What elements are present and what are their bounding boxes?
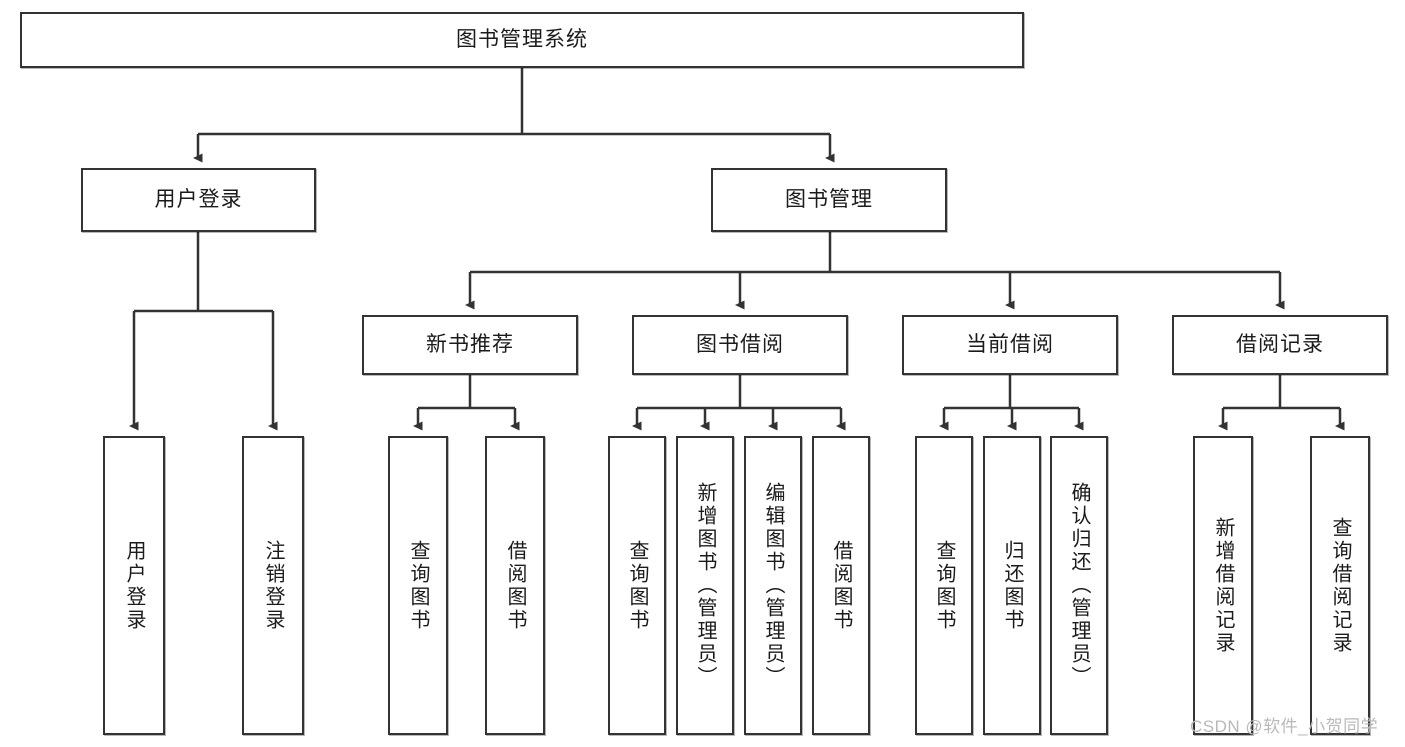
leaf-node-label: 新增借阅记录 bbox=[1212, 516, 1234, 655]
leaf-node-label: 查询借阅记录 bbox=[1329, 516, 1351, 655]
leaf-node-label: 编辑图书（管理员） bbox=[762, 482, 784, 689]
leaf-node[interactable]: 归还图书 bbox=[983, 436, 1041, 735]
leaf-node-label: 查询图书 bbox=[407, 539, 429, 632]
leaf-node[interactable]: 借阅图书 bbox=[812, 436, 870, 735]
node-current-borrow-label: 当前借阅 bbox=[966, 332, 1054, 356]
leaf-node[interactable]: 查询图书 bbox=[915, 436, 973, 735]
leaf-node[interactable]: 查询借阅记录 bbox=[1310, 436, 1370, 735]
leaf-node[interactable]: 新增图书（管理员） bbox=[676, 436, 734, 735]
node-current-borrow[interactable]: 当前借阅 bbox=[902, 315, 1118, 375]
node-borrow-record[interactable]: 借阅记录 bbox=[1172, 315, 1388, 375]
node-book-borrow[interactable]: 图书借阅 bbox=[632, 315, 848, 375]
leaf-node[interactable]: 用户登录 bbox=[103, 436, 165, 735]
node-book-management[interactable]: 图书管理 bbox=[711, 168, 947, 232]
leaf-node-label: 用户登录 bbox=[123, 539, 145, 632]
leaf-node[interactable]: 借阅图书 bbox=[485, 436, 545, 735]
leaf-node-label: 新增图书（管理员） bbox=[694, 482, 716, 689]
node-user-login[interactable]: 用户登录 bbox=[81, 168, 316, 232]
leaf-node[interactable]: 新增借阅记录 bbox=[1193, 436, 1253, 735]
leaf-node[interactable]: 查询图书 bbox=[388, 436, 448, 735]
node-root[interactable]: 图书管理系统 bbox=[20, 12, 1024, 68]
leaf-node-label: 借阅图书 bbox=[504, 539, 526, 632]
node-book-management-label: 图书管理 bbox=[785, 187, 873, 211]
leaf-node[interactable]: 查询图书 bbox=[608, 436, 666, 735]
leaf-node[interactable]: 注销登录 bbox=[242, 436, 304, 735]
node-borrow-record-label: 借阅记录 bbox=[1236, 332, 1324, 356]
node-user-login-label: 用户登录 bbox=[154, 187, 243, 211]
leaf-node-label: 注销登录 bbox=[262, 539, 284, 632]
leaf-node-label: 借阅图书 bbox=[830, 539, 852, 632]
node-new-book-recommend-label: 新书推荐 bbox=[426, 332, 514, 356]
node-root-label: 图书管理系统 bbox=[456, 27, 588, 51]
leaf-node-label: 查询图书 bbox=[933, 539, 955, 632]
leaf-node[interactable]: 确认归还（管理员） bbox=[1050, 436, 1108, 735]
leaf-node-label: 查询图书 bbox=[626, 539, 648, 632]
node-new-book-recommend[interactable]: 新书推荐 bbox=[362, 315, 578, 375]
leaf-node-label: 归还图书 bbox=[1001, 539, 1023, 632]
leaf-node[interactable]: 编辑图书（管理员） bbox=[744, 436, 802, 735]
leaf-node-label: 确认归还（管理员） bbox=[1068, 482, 1090, 689]
node-book-borrow-label: 图书借阅 bbox=[696, 332, 784, 356]
